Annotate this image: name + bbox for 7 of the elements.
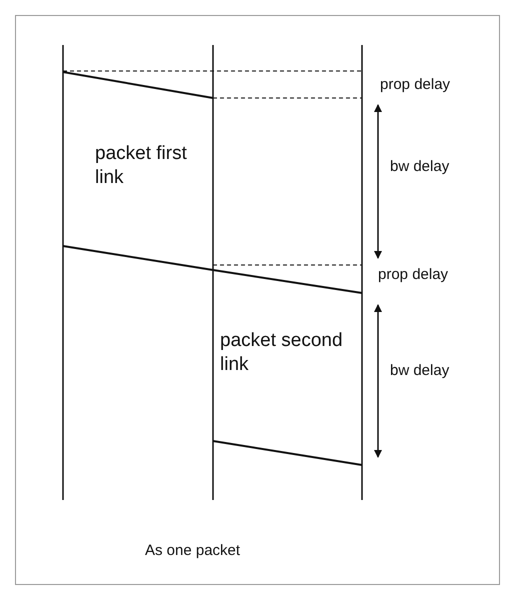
region-label: packet first link — [95, 142, 188, 190]
delay-label: bw delay — [390, 158, 450, 177]
delay-label: prop delay — [380, 76, 452, 95]
caption: As one packet — [145, 542, 240, 559]
delay-label: bw delay — [390, 362, 450, 381]
region-label: packet second link — [220, 329, 344, 376]
delay-label: prop delay — [378, 266, 450, 285]
